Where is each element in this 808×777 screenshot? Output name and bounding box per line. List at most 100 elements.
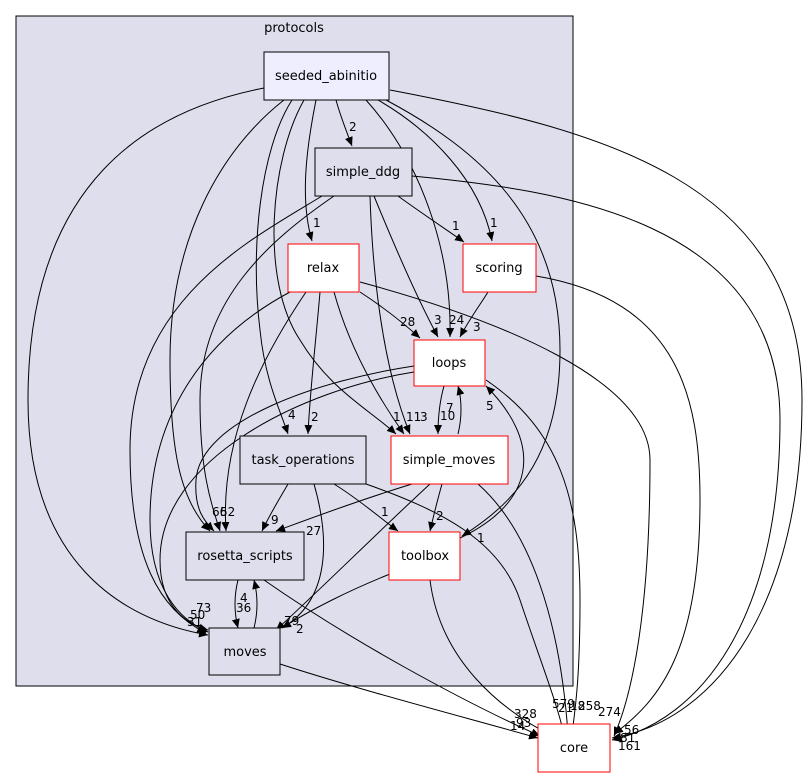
node-label: simple_moves [403, 453, 496, 468]
edge-seeded-abinitio-scoring [377, 99, 495, 242]
edge-seeded-abinitio-relax [304, 99, 317, 242]
edge-toolbox-core [429, 579, 557, 739]
node-simple-ddg[interactable]: simple_ddg [314, 147, 413, 197]
node-label: task_operations [251, 453, 354, 468]
edge-label: 7 [446, 401, 454, 415]
edge-label: 2 [311, 410, 319, 424]
edge-rosetta-scripts-core [263, 579, 541, 737]
edge-loops-moves [159, 371, 415, 632]
edge-task-operations-core [365, 483, 566, 735]
edge-moves-core [279, 663, 539, 740]
edge-label: 2 [296, 622, 304, 636]
edge-label: 73 [196, 601, 211, 615]
node-label: moves [223, 645, 266, 660]
edge-simple-ddg-rosetta-scripts [199, 195, 335, 532]
edge-label: 9 [271, 513, 279, 527]
edge-relax-loops [359, 291, 421, 339]
node-task-operations[interactable]: task_operations [239, 435, 367, 485]
edge-seeded-abinitio-simple-ddg [335, 99, 353, 147]
node-label: relax [307, 261, 340, 276]
cluster-title: protocols [264, 21, 324, 36]
edge-simple-ddg-moves [129, 195, 323, 634]
nodes: seeded_abinitio simple_ddg relax scoring… [185, 51, 611, 773]
edge-label: 21 [558, 701, 573, 715]
edge-label: 36 [236, 601, 251, 615]
edge-label: 579 [552, 697, 575, 711]
edge-labels: 1 73 31 79 2 328 93 14 579 21 258 274 56… [187, 410, 641, 753]
node-rosetta-scripts[interactable]: rosetta_scripts [185, 531, 305, 581]
edge-label: 52 [220, 505, 235, 519]
node-loops[interactable]: loops [413, 339, 486, 387]
edge-label: 4 [288, 408, 296, 422]
edge-simple-moves-loops [456, 385, 465, 435]
edge-loops-rosetta-scripts [195, 365, 415, 532]
edge-scoring-core [535, 275, 701, 735]
edge-label: 1 [381, 505, 389, 519]
edge-task-operations-toolbox [333, 483, 399, 532]
edge-moves-rosetta-scripts [252, 579, 261, 629]
edge-label: 24 [449, 313, 464, 327]
edge-simple-ddg-simple-moves [369, 195, 411, 435]
edge-label: 81 [620, 731, 635, 745]
edge-seeded-abinitio-moves [27, 87, 265, 638]
edge-label: 18 [570, 699, 585, 713]
edge-simple-moves-moves [275, 483, 431, 631]
edge-label: 258 [578, 699, 601, 713]
edge-relax-core [359, 281, 651, 737]
edge-simple-moves-core [477, 483, 572, 735]
node-seeded-abinitio[interactable]: seeded_abinitio [263, 51, 390, 101]
edge-loops-core [485, 379, 581, 735]
edge-toolbox-loops [459, 385, 525, 539]
node-core[interactable]: core [537, 723, 611, 773]
node-label: rosetta_scripts [197, 549, 293, 564]
node-label: toolbox [401, 549, 449, 564]
edge-label: 14 [510, 719, 525, 733]
edge-label: 2 [349, 120, 357, 134]
edge-label: 3 [434, 313, 442, 327]
edge-simple-ddg-core [411, 175, 781, 742]
edge-label: 10 [440, 409, 455, 423]
edge-label: 3 [420, 410, 428, 424]
node-moves[interactable]: moves [208, 627, 281, 676]
edge-label: 1 [452, 219, 460, 233]
edge-label: 1 [477, 531, 485, 545]
edge-label: 1 [393, 410, 401, 424]
edges: 2 1 1 24 4 1 3 3 [27, 87, 803, 742]
edge-toolbox-moves [281, 573, 391, 629]
edge-label: 31 [187, 615, 202, 629]
edge-simple-moves-rosetta-scripts [275, 483, 413, 532]
edge-relax-task-operations [304, 291, 321, 435]
edge-label: 1 [490, 216, 498, 230]
node-relax[interactable]: relax [287, 243, 360, 293]
edge-label: 2 [436, 509, 444, 523]
edge-label: 79 [284, 614, 299, 628]
node-simple-moves[interactable]: simple_moves [390, 435, 509, 485]
edge-label: 50 [190, 608, 205, 622]
edge-label: 11 [406, 410, 421, 424]
node-label: core [560, 741, 588, 756]
node-label: simple_ddg [326, 165, 400, 180]
node-label: scoring [475, 261, 522, 276]
edge-seeded-abinitio-loops [365, 99, 455, 338]
edge-label: 5 [486, 399, 494, 413]
edge-label: 56 [624, 723, 639, 737]
node-toolbox[interactable]: toolbox [388, 531, 461, 581]
edge-seeded-abinitio-core [389, 89, 803, 741]
edge-label: 1 [313, 216, 321, 230]
edge-loops-simple-moves [434, 385, 445, 435]
edge-seeded-abinitio-simple-moves [273, 99, 397, 435]
node-scoring[interactable]: scoring [462, 243, 537, 293]
edge-label: 274 [598, 705, 621, 719]
edge-label: 328 [514, 707, 537, 721]
edge-label: 66 [212, 505, 227, 519]
edge-label: 27 [306, 524, 321, 538]
edge-label: 93 [516, 716, 531, 730]
edge-scoring-loops [459, 291, 489, 338]
edge-simple-ddg-scoring [397, 195, 465, 243]
edge-relax-rosetta-scripts [221, 291, 307, 532]
edge-label: 161 [618, 739, 641, 753]
edge-task-operations-moves [281, 483, 325, 629]
edge-seeded-abinitio-toolbox [385, 99, 561, 537]
edge-label: 3 [473, 320, 481, 334]
